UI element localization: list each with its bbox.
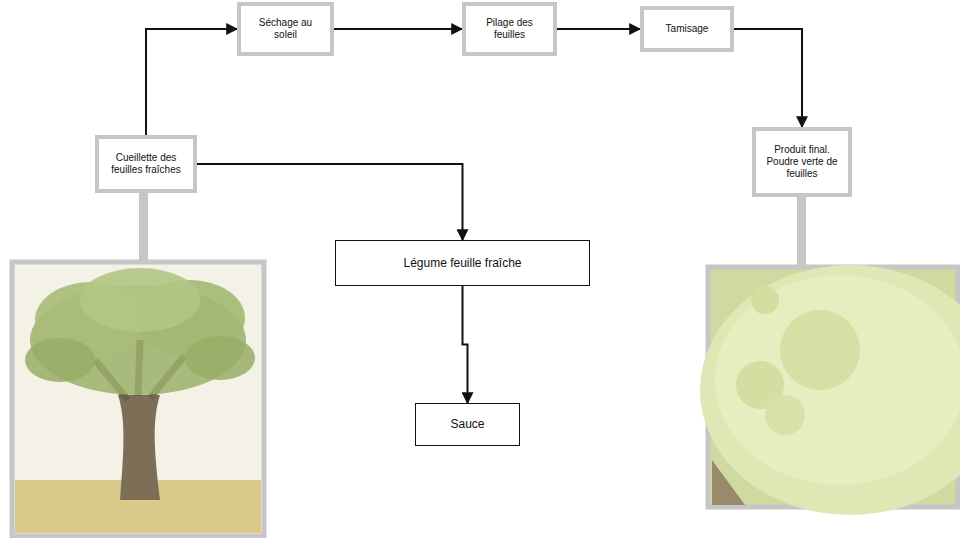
- flow-arrow: [734, 29, 802, 127]
- box-text: Séchage au soleil: [247, 17, 324, 41]
- product-box: Produit final. Poudre verte de feuilles: [752, 127, 852, 197]
- flow-arrow: [463, 286, 468, 403]
- process-box: Pilage des feuilles: [462, 2, 557, 56]
- flow-arrow: [197, 164, 463, 240]
- picture-stem: [797, 190, 806, 268]
- process-box: Séchage au soleil: [237, 2, 334, 56]
- flow-arrow: [334, 28, 462, 30]
- baobab-picture: [12, 262, 264, 536]
- flow-arrow: [557, 28, 640, 30]
- picture-stem: [139, 185, 148, 263]
- product-box: Légume feuille fraîche: [335, 240, 590, 286]
- box-text: Produit final. Poudre verte de feuilles: [762, 144, 842, 180]
- powder-picture: [700, 265, 960, 515]
- box-text: Légume feuille fraîche: [403, 256, 521, 270]
- process-box: Tamisage: [640, 6, 734, 52]
- box-text: Cueillette des feuilles fraîches: [105, 152, 187, 176]
- process-box: Cueillette des feuilles fraîches: [95, 135, 197, 193]
- box-text: Pilage des feuilles: [472, 17, 547, 41]
- product-box: Sauce: [415, 403, 520, 446]
- flow-arrow: [146, 29, 237, 135]
- box-text: Sauce: [450, 417, 484, 431]
- box-text: Tamisage: [666, 23, 709, 35]
